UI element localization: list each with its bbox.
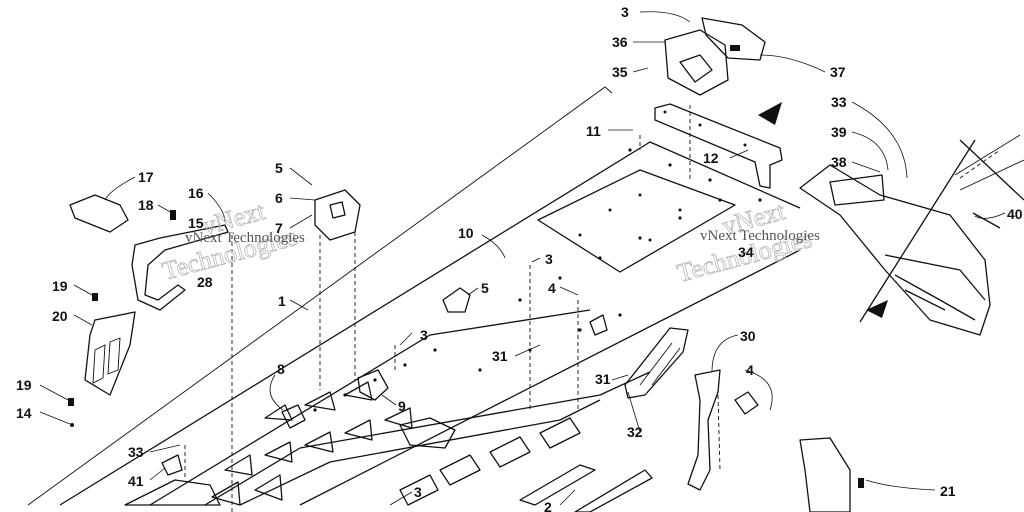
track-slots <box>399 417 581 506</box>
callout-36: 36 <box>612 34 628 50</box>
watermark: vNext Technologies vNext Technologies vN… <box>159 196 820 288</box>
front-bracket <box>124 454 221 506</box>
leader-lines <box>39 11 1006 506</box>
callout-33-lower: 33 <box>128 444 144 460</box>
callout-16: 16 <box>188 185 204 201</box>
callout-38: 38 <box>831 154 847 170</box>
callout-9: 9 <box>398 398 406 414</box>
callout-5-center: 5 <box>481 280 489 296</box>
callout-3: 3 <box>621 4 629 20</box>
rear-bumper-bracket <box>664 17 766 96</box>
callout-19-upper: 19 <box>52 278 68 294</box>
callout-3-center: 3 <box>545 251 553 267</box>
callout-15: 15 <box>188 215 204 231</box>
center-mount <box>314 189 361 390</box>
callout-21: 21 <box>940 483 956 499</box>
callout-34: 34 <box>738 244 754 260</box>
callout-17: 17 <box>138 169 154 185</box>
rear-bumper-bar <box>654 103 783 189</box>
right-step-parts <box>624 327 864 512</box>
heat-exchanger-cutouts <box>211 381 413 506</box>
callout-7: 7 <box>275 220 283 236</box>
callout-8: 8 <box>277 361 285 377</box>
middle-brackets <box>281 287 608 449</box>
callout-39: 39 <box>831 124 847 140</box>
taillight-housing <box>758 102 1024 336</box>
callout-37: 37 <box>830 64 846 80</box>
callout-18: 18 <box>138 197 154 213</box>
callout-11: 11 <box>586 123 601 139</box>
alignment-lines <box>184 105 691 512</box>
callout-35: 35 <box>612 64 628 80</box>
rear-access-panel <box>537 169 736 273</box>
watermark-small-left: vNext Technologies <box>185 230 305 246</box>
callout-33: 33 <box>831 94 847 110</box>
callout-4-center: 4 <box>548 280 556 296</box>
callout-19-lower: 19 <box>16 377 32 393</box>
callout-1: 1 <box>278 293 286 309</box>
callout-31-center: 31 <box>492 348 508 364</box>
callout-labels: 3 36 35 37 33 39 38 40 11 12 17 16 18 15… <box>16 4 1023 512</box>
callout-20: 20 <box>52 308 68 324</box>
callout-4-right: 4 <box>746 362 754 378</box>
callout-32: 32 <box>627 424 643 440</box>
callout-28: 28 <box>197 274 213 290</box>
callout-5: 5 <box>275 160 283 176</box>
callout-10: 10 <box>458 225 474 241</box>
tunnel-frame <box>27 86 801 506</box>
callout-3-lower: 3 <box>414 484 422 500</box>
callout-14: 14 <box>16 405 32 421</box>
callout-41: 41 <box>128 473 144 489</box>
left-side-parts <box>68 194 229 427</box>
callout-12: 12 <box>703 150 719 166</box>
callout-6: 6 <box>275 190 283 206</box>
callout-31-right: 31 <box>595 371 611 387</box>
callout-40: 40 <box>1007 206 1023 222</box>
callout-3-mid: 3 <box>420 327 428 343</box>
callout-2: 2 <box>544 499 552 512</box>
callout-30: 30 <box>740 328 756 344</box>
bottom-slides <box>519 464 653 512</box>
watermark-small-right: vNext Technologies <box>700 228 820 244</box>
